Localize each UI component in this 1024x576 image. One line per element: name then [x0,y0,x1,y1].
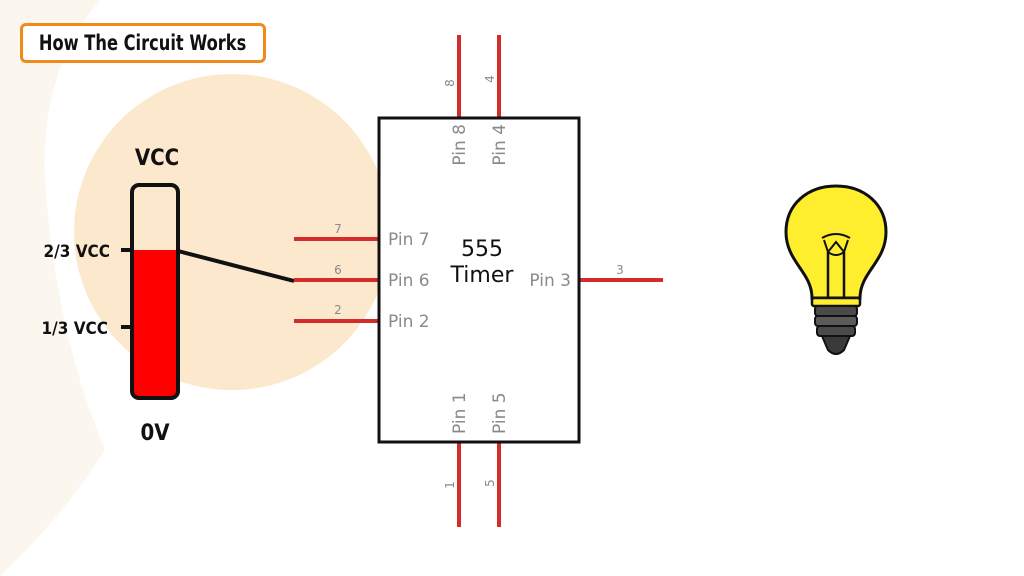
meter-mark-two-thirds: 2/3 VCC [44,242,110,262]
pin-6-number: 6 [334,263,342,277]
bulb-filament-bottom [827,251,845,256]
title-text: How The Circuit Works [39,31,247,55]
pin-5-label: Pin 5 [490,392,510,434]
bulb-thread-1 [814,305,858,317]
pin-1-number: 1 [443,481,457,489]
title-badge: How The Circuit Works [20,23,266,63]
bulb-filament [823,239,849,255]
meter-mark-one-third: 1/3 VCC [42,319,108,339]
bulb-thread-2 [814,315,858,327]
chip-name-line2: Timer [450,263,515,288]
meter-connection-wire [177,249,295,283]
bulb-filament-top [821,233,851,239]
background-left-blob [0,0,105,576]
pin-4-label: Pin 4 [490,124,510,166]
pin-2-label: Pin 2 [388,312,430,332]
light-bulb-icon [784,184,888,355]
bulb-tip [820,335,852,355]
pin-2-number: 2 [334,303,342,317]
pin-7-label: Pin 7 [388,230,430,250]
chip-body [377,116,581,444]
pin-3-number: 3 [616,263,624,277]
pin-4-number: 4 [483,75,497,83]
bulb-thread-3 [816,325,856,337]
meter-vcc-label: VCC [135,146,179,171]
meter-tube [130,183,180,400]
pin-8-label: Pin 8 [450,124,470,166]
pin-1-label: Pin 1 [450,392,470,434]
chip-name-line1: 555 [461,237,503,262]
pin-6-label: Pin 6 [388,271,430,291]
bulb-supports [826,252,846,298]
pin-3-label: Pin 3 [529,271,571,291]
meter-fill-level [134,250,176,397]
pin-5-number: 5 [483,479,497,487]
bulb-collar [810,296,862,308]
pin-7-number: 7 [334,222,342,236]
meter-0v-label: 0V [140,421,170,446]
pin-wires [294,35,663,527]
pin-8-number: 8 [443,79,457,87]
